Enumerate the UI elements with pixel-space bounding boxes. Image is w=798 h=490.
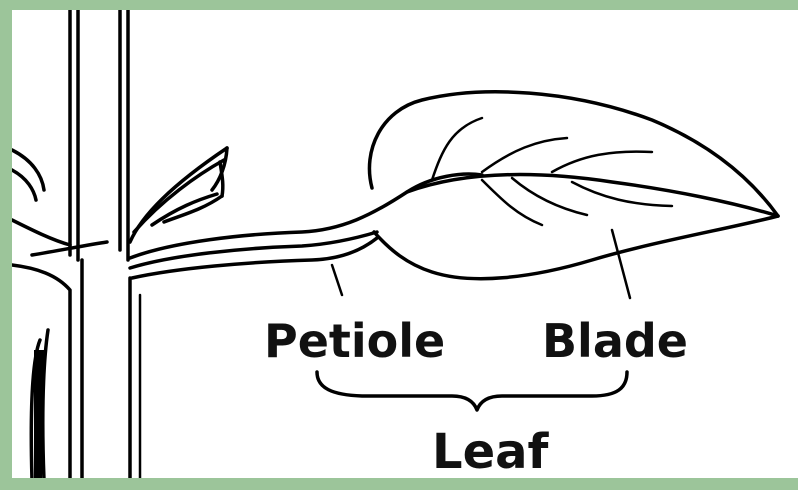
blade-label: Blade	[542, 318, 688, 364]
blade	[369, 92, 778, 298]
diagram-panel: Petiole Blade Leaf	[12, 10, 798, 478]
petiole	[130, 174, 482, 295]
leaf-brace	[317, 372, 627, 410]
plant-stem-leaf-drawing	[12, 10, 798, 478]
petiole-label: Petiole	[264, 318, 445, 364]
leaf-label: Leaf	[432, 428, 548, 476]
left-stem-details	[12, 150, 107, 478]
axillary-bud	[130, 148, 227, 242]
